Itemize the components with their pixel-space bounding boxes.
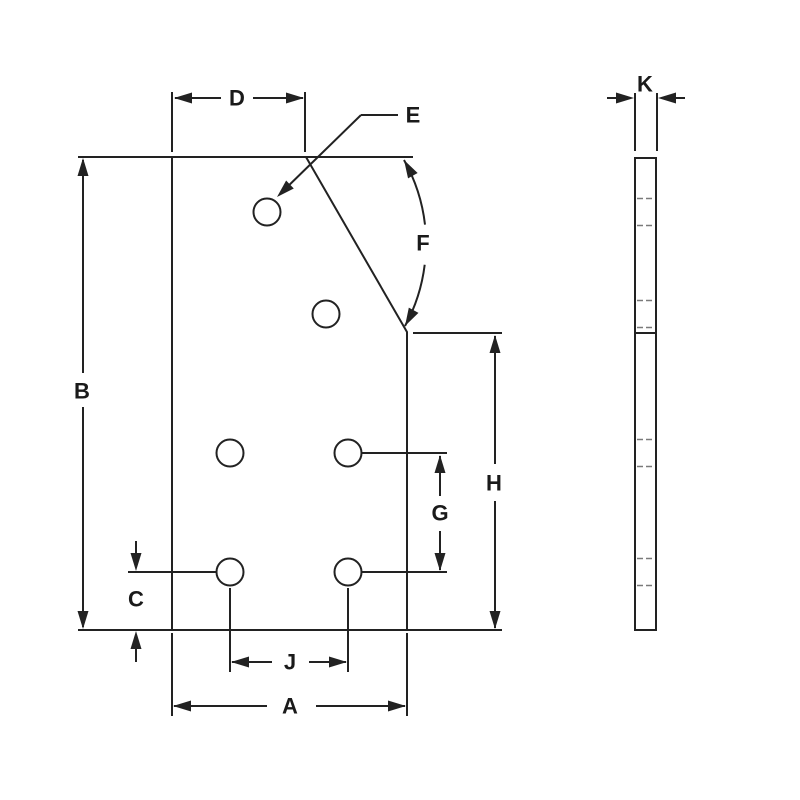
plate-outline: [171, 156, 408, 631]
h-arrow-down: [489, 611, 501, 629]
b-arrow-down: [77, 611, 89, 629]
a-arrow-left: [173, 700, 191, 712]
dim-label-G: G: [431, 501, 448, 526]
dim-label-A: A: [282, 694, 298, 719]
g-arrow-up: [434, 455, 446, 473]
b-arrow-up: [77, 158, 89, 176]
d-arrow-left: [174, 92, 192, 104]
dim-label-H: H: [486, 471, 502, 496]
f-arc-arrow-bottom: [405, 307, 419, 326]
plate-hole-3: [215, 438, 245, 468]
g-arrow-down: [434, 553, 446, 571]
j-arrow-right: [329, 656, 347, 668]
dim-label-J: J: [284, 650, 296, 675]
a-arrow-right: [388, 700, 406, 712]
dim-label-B: B: [74, 379, 90, 404]
e-leader-arrow: [277, 180, 294, 197]
dim-label-D: D: [229, 86, 245, 111]
j-arrow-left: [231, 656, 249, 668]
k-arrow-left: [658, 92, 676, 104]
k-arrow-right: [616, 92, 634, 104]
h-arrow-up: [489, 335, 501, 353]
plate-hole-5: [215, 557, 245, 587]
f-arc-arrow-top: [404, 160, 418, 179]
plate-hole-2: [311, 299, 341, 329]
side-view-outline: [634, 157, 657, 631]
dim-label-K: K: [637, 72, 653, 97]
d-arrow-right: [286, 92, 304, 104]
dim-label-F: F: [416, 231, 429, 256]
c-arrow-up: [130, 631, 142, 649]
dim-label-C: C: [128, 587, 144, 612]
c-arrow-down: [130, 553, 142, 571]
e-leader-diagonal: [279, 114, 362, 195]
plate-hole-4: [333, 438, 363, 468]
dim-label-E: E: [406, 103, 421, 128]
plate-hole-6: [333, 557, 363, 587]
plate-hole-1: [252, 197, 282, 227]
